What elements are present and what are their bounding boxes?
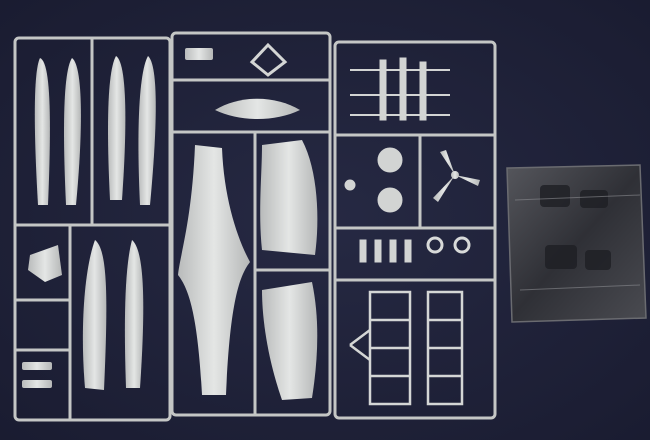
sprue-frame-1 (13, 36, 172, 422)
drop-tank-parts (34, 56, 156, 205)
wheel-parts (426, 236, 471, 254)
frame-parts (349, 290, 464, 406)
clear-parts-bag (506, 164, 647, 323)
wing-and-tail-parts (178, 42, 318, 400)
propeller-part (433, 150, 480, 202)
fuselage-half-parts (22, 240, 144, 390)
small-detail-parts (344, 57, 450, 263)
sprue-frame-3 (333, 40, 497, 420)
sprue-frame-2 (170, 31, 332, 417)
